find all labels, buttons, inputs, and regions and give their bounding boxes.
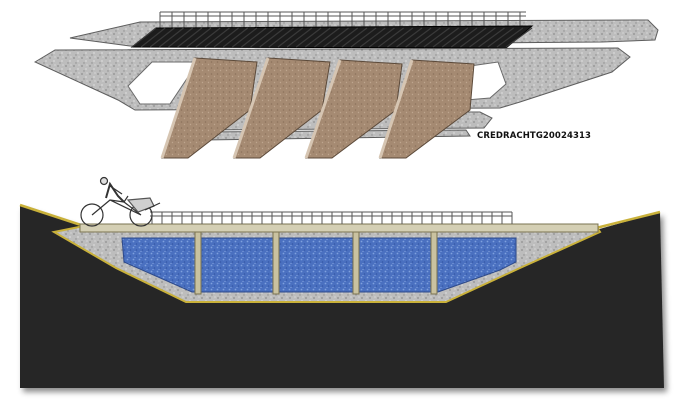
timber-pier-edge	[304, 59, 342, 159]
deck-slat	[149, 27, 175, 48]
deck-slat	[304, 27, 331, 48]
section-railing-posts	[151, 212, 513, 224]
deck-slat	[231, 27, 258, 48]
deck-slat	[368, 27, 395, 48]
left-bank-edge	[19, 203, 85, 228]
deck-slat	[204, 27, 230, 48]
deck-slat	[441, 27, 469, 48]
deck-slat	[140, 27, 166, 48]
deck-slats	[131, 27, 533, 48]
timber-pier-edge	[160, 57, 197, 159]
section-post	[272, 231, 280, 295]
deck-slat	[487, 27, 515, 48]
deck-slat	[469, 27, 496, 48]
deck-slat	[268, 27, 294, 48]
deck-slat	[460, 27, 487, 48]
section-post	[352, 231, 360, 295]
water-channel	[121, 237, 517, 293]
deck-slat	[286, 27, 313, 48]
deck-slat	[405, 27, 432, 48]
cyclist-icon	[80, 176, 161, 227]
timber-pier-edge	[232, 57, 270, 159]
deck-slat	[414, 27, 441, 48]
section-railing	[150, 211, 512, 217]
deck-slat	[359, 27, 386, 48]
deck-slat	[423, 27, 450, 48]
deck-slat	[186, 27, 212, 48]
deck-slat	[432, 27, 459, 48]
deck-slat	[450, 27, 478, 48]
deck-slat	[277, 27, 304, 48]
timber-pier-edge	[378, 59, 414, 159]
deck-slat	[213, 27, 239, 48]
deck-slat	[241, 27, 267, 48]
deck-slat	[259, 27, 285, 48]
top-railing	[160, 11, 526, 17]
deck-slat	[387, 27, 414, 48]
credit-label: CREDRACHTG20024313	[477, 131, 592, 141]
deck-slat	[131, 27, 157, 48]
deck-slat	[350, 27, 377, 48]
deck-slat	[323, 27, 349, 48]
beam-opening-left	[127, 61, 199, 105]
deck-slat	[396, 27, 423, 48]
section-post	[194, 231, 202, 295]
deck-slat	[250, 27, 276, 48]
deck-slat	[496, 27, 524, 48]
section-deck-beam	[79, 223, 599, 233]
deck-slat	[314, 27, 340, 48]
deck-slat	[158, 27, 184, 48]
deck-slat	[377, 27, 404, 48]
section-posts	[194, 231, 438, 295]
deck-slat	[295, 27, 322, 48]
deck-slat	[505, 27, 533, 48]
deck-slat	[222, 27, 249, 48]
deck-slat	[195, 27, 221, 48]
deck-slat	[168, 27, 194, 48]
deck-slat	[177, 27, 203, 48]
right-bank-edge	[595, 210, 661, 230]
bridge-perspective-view	[33, 11, 659, 159]
section-post	[430, 231, 438, 295]
deck-slat	[341, 27, 368, 48]
deck-slat	[332, 27, 359, 48]
deck-slat	[478, 27, 505, 48]
timber-piers	[160, 57, 475, 159]
top-railing-posts	[159, 12, 521, 28]
bridge-section-view	[19, 176, 664, 388]
